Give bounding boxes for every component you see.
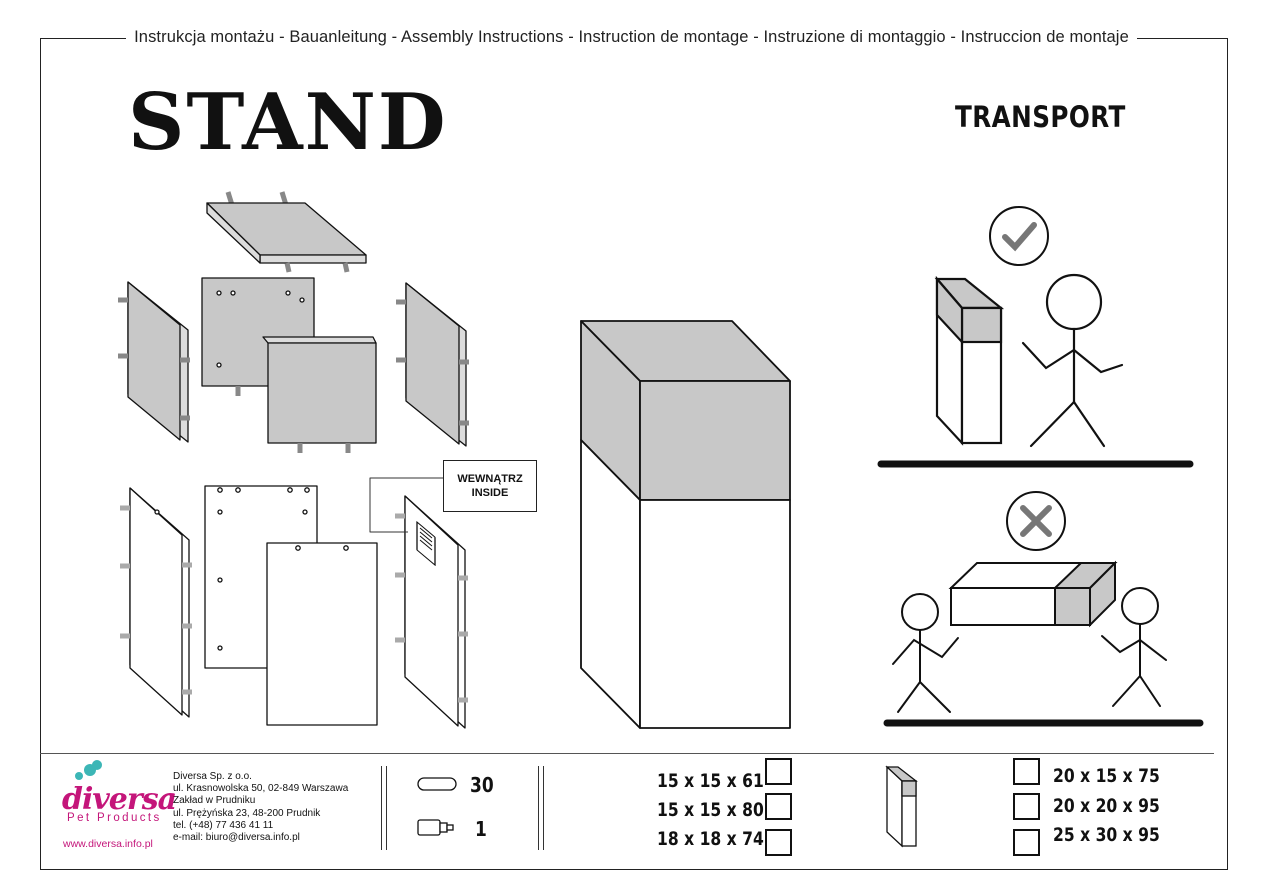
company-line: tel. (+48) 77 436 41 11 [173,819,274,831]
company-email: e-mail: biuro@diversa.info.pl [173,832,300,844]
inside-note-en: INSIDE [471,487,509,499]
top-panel [206,191,367,273]
size-option: 20 x 20 x 95 [1053,795,1160,817]
divider [386,766,387,850]
size-option: 20 x 15 x 75 [1053,765,1160,787]
size-option: 15 x 15 x 80 [657,799,764,821]
divider [543,766,544,850]
diversa-logo-icon [75,760,102,780]
glue-count: 1 [475,817,487,841]
size-option: 15 x 15 x 61 [657,770,764,792]
left-side-panel-white [120,487,192,718]
checkmark-circle-icon [989,206,1049,266]
size-checkbox[interactable] [765,793,792,820]
assembled-stand [580,320,791,729]
front-panel [262,336,377,453]
company-line: Diversa Sp. z o.o. [173,771,252,782]
footer-divider [40,753,1214,754]
size-option: 18 x 18 x 74 [657,828,764,850]
logo-tagline: Pet Products [67,812,162,824]
right-side-panel-white [395,495,468,729]
size-option: 25 x 30 x 95 [1053,824,1160,846]
transport-title: TRANSPORT [955,100,1126,134]
size-checkbox[interactable] [1013,829,1040,856]
website-link[interactable]: www.diversa.info.pl [63,838,153,850]
inside-note-pl: WEWNĄTRZ [457,473,523,485]
size-checkbox[interactable] [765,829,792,856]
company-line: ul. Prężyńska 23, 48-200 Prudnik [173,807,321,819]
x-circle-icon [1006,491,1066,551]
glue-bottle-icon [417,819,454,836]
logo-name: diversa [62,782,177,817]
size-checkbox[interactable] [1013,758,1040,785]
company-line: Zakład w Prudniku [173,795,256,807]
company-address: Diversa Sp. z o.o. ul. Krasnowolska 50, … [173,771,348,844]
divider [538,766,539,850]
dowel-icon [417,777,457,791]
transport-correct [877,206,1194,468]
right-side-panel [396,282,469,447]
company-line: ul. Krasnowolska 50, 02-849 Warszawa [173,783,349,795]
product-title: STAND [128,77,448,168]
stand-thumbnail-icon [885,765,918,848]
inside-pointer-line [369,477,443,533]
header-text: Instrukcja montażu - Bauanleitung - Asse… [126,28,1137,46]
inside-note-box: WEWNĄTRZ INSIDE [443,460,537,512]
dowel-count: 30 [470,773,494,797]
divider [381,766,382,850]
size-checkbox[interactable] [765,758,792,785]
front-panel-white [266,542,378,726]
left-side-panel [118,281,190,443]
size-checkbox[interactable] [1013,793,1040,820]
transport-wrong [883,491,1204,727]
instructions-header: Instrukcja montażu - Bauanleitung - Asse… [0,28,1263,47]
